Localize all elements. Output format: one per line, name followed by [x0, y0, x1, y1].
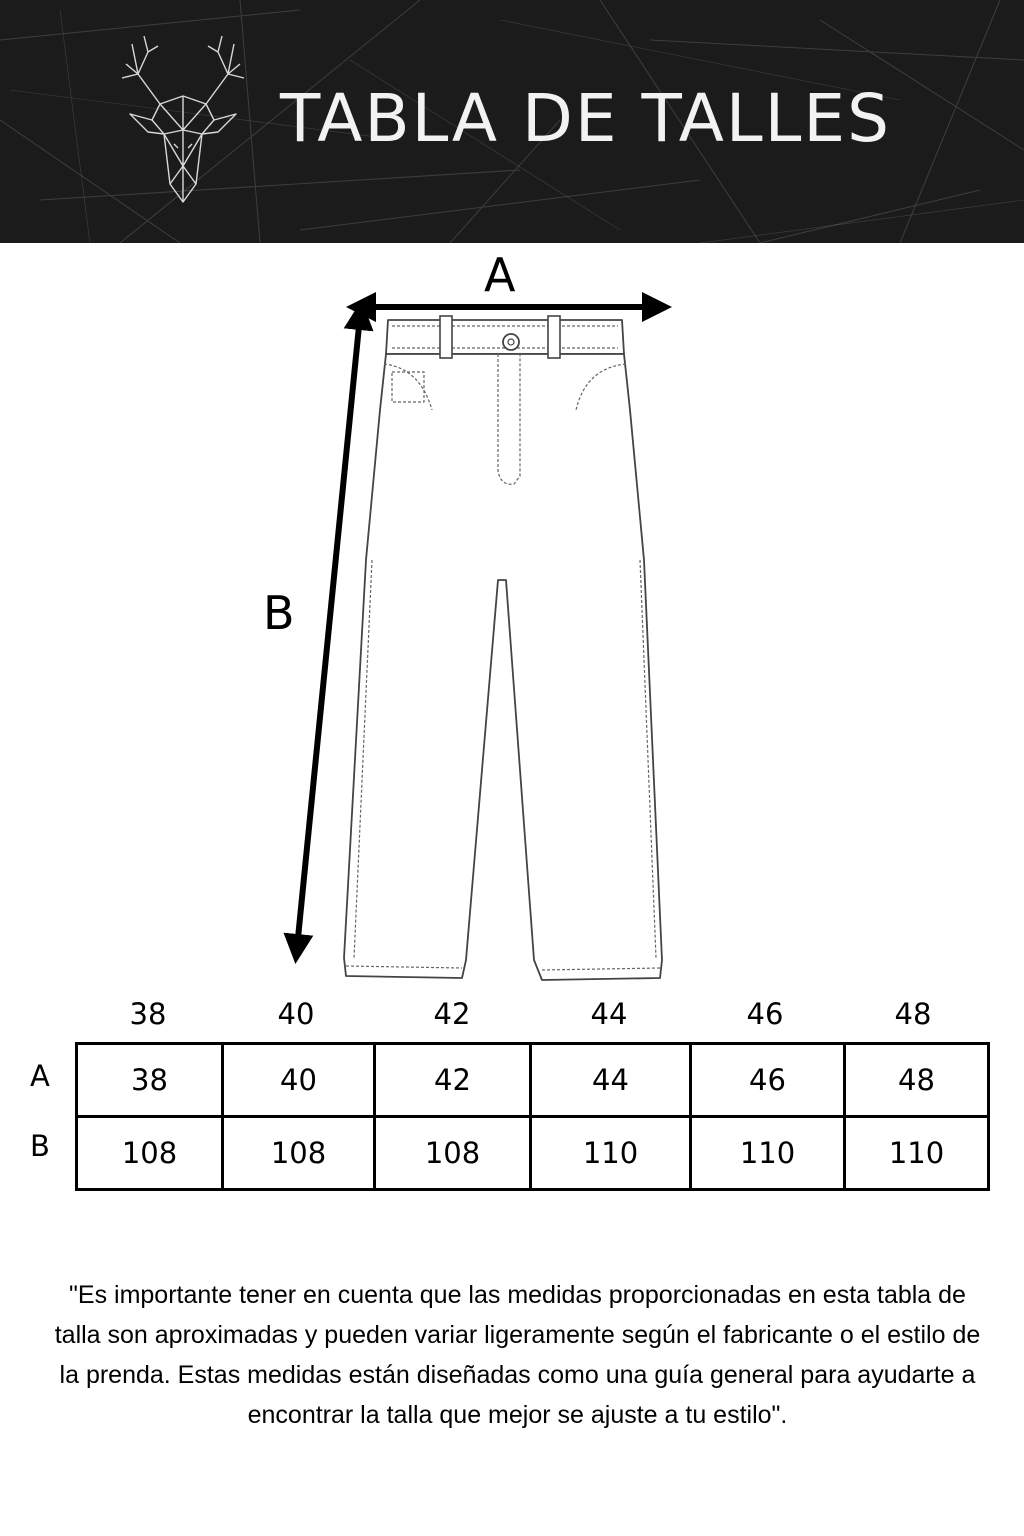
size-header-46: 46	[746, 997, 784, 1031]
table-cell: 48	[843, 1042, 990, 1118]
row-label-a: A	[30, 1059, 50, 1093]
size-table: 38 40 42 44 46 48 108 108 108 110 110 11…	[75, 1042, 990, 1191]
size-header-38: 38	[129, 997, 167, 1031]
size-header-42: 42	[433, 997, 471, 1031]
table-cell: 44	[529, 1042, 692, 1118]
table-cell: 108	[373, 1115, 532, 1191]
size-header-44: 44	[590, 997, 628, 1031]
table-cell: 110	[843, 1115, 990, 1191]
table-cell: 40	[221, 1042, 376, 1118]
table-cell: 38	[75, 1042, 224, 1118]
table-row: 38 40 42 44 46 48	[75, 1042, 990, 1118]
size-header-48: 48	[894, 997, 932, 1031]
measure-a-label: A	[484, 248, 516, 302]
table-cell: 46	[689, 1042, 846, 1118]
table-cell: 110	[529, 1115, 692, 1191]
table-cell: 42	[373, 1042, 532, 1118]
row-label-b: B	[30, 1129, 50, 1163]
size-header-40: 40	[277, 997, 315, 1031]
deer-logo-icon	[121, 35, 245, 203]
table-row: 108 108 108 110 110 110	[75, 1115, 990, 1191]
jeans-outline-icon	[283, 292, 672, 981]
disclaimer-note: "Es importante tener en cuenta que las m…	[54, 1281, 981, 1429]
chalkboard-texture	[0, 0, 1024, 243]
measure-b-arrow	[283, 300, 374, 964]
table-cell: 108	[221, 1115, 376, 1191]
measure-b-label: B	[263, 586, 295, 640]
header-banner: TABLA DE TALLES	[0, 0, 1024, 243]
table-cell: 110	[689, 1115, 846, 1191]
page-title: TABLA DE TALLES	[280, 80, 892, 157]
table-cell: 108	[75, 1115, 224, 1191]
